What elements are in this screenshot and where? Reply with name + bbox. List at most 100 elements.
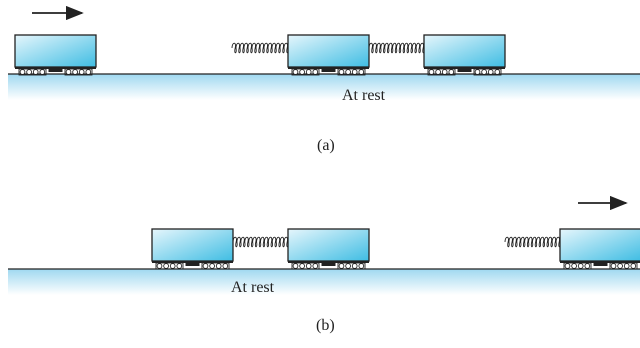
spring-coil: [232, 236, 289, 248]
moving-car-b: [559, 228, 640, 270]
spring-coil: [368, 42, 425, 54]
rest-car-right-a: [423, 34, 506, 76]
wheel: [474, 69, 481, 75]
spring-coil: [231, 42, 289, 54]
wheel: [65, 69, 72, 75]
car-coupler: [593, 263, 608, 266]
wheel-bogie: [337, 68, 366, 76]
car-coupler: [48, 69, 63, 72]
wheel: [448, 69, 455, 75]
wheel: [26, 69, 32, 75]
wheel: [345, 69, 351, 75]
car-chassis: [424, 67, 505, 69]
wheel-bogie: [291, 262, 320, 270]
wheel-bogie: [64, 68, 93, 76]
wheel: [32, 69, 39, 75]
car-chassis: [288, 261, 369, 263]
wheel: [487, 69, 494, 75]
wheel: [209, 263, 215, 269]
wheel: [169, 263, 176, 269]
wheel: [292, 69, 299, 75]
wheel: [435, 69, 441, 75]
wheel: [494, 69, 501, 75]
moving-car-a: [14, 34, 97, 76]
wheel-bogie: [337, 262, 366, 270]
car-body: [287, 228, 370, 262]
caption-a: (a): [317, 137, 335, 154]
wheel: [163, 263, 169, 269]
rest-car-right-b: [287, 228, 370, 270]
ground-a: [8, 74, 640, 100]
wheel: [623, 263, 630, 269]
wheel: [617, 263, 623, 269]
car-chassis: [152, 261, 233, 263]
wheel: [428, 69, 435, 75]
car-body: [287, 34, 370, 68]
wheel-bogie: [155, 262, 184, 270]
car-chassis: [560, 261, 640, 263]
wheel: [176, 263, 183, 269]
car-body: [14, 34, 97, 68]
car-coupler: [457, 69, 472, 72]
wheel: [564, 263, 571, 269]
wheel: [305, 69, 312, 75]
wheel: [345, 263, 351, 269]
wheel: [202, 263, 209, 269]
wheel: [299, 69, 305, 75]
wheel: [312, 69, 319, 75]
wheel: [299, 263, 305, 269]
car-coupler: [185, 263, 200, 266]
wheel: [222, 263, 229, 269]
wheel: [610, 263, 617, 269]
wheel: [156, 263, 163, 269]
wheel-bogie: [609, 262, 638, 270]
wheel: [630, 263, 637, 269]
car-coupler: [321, 69, 336, 72]
wheel-bogie: [201, 262, 230, 270]
wheel-bogie: [427, 68, 456, 76]
car-coupler: [321, 263, 336, 266]
spring-left-a: [231, 42, 289, 54]
car-body: [559, 228, 640, 262]
wheel: [78, 69, 85, 75]
spring-middle-b: [232, 236, 289, 248]
wheel: [19, 69, 26, 75]
rest-car-left-a: [287, 34, 370, 76]
panel-b: At rest (b): [8, 195, 640, 334]
spring-right-b: [504, 236, 561, 248]
wheel-bogie: [563, 262, 592, 270]
ground-b: [8, 269, 640, 295]
wheel: [358, 69, 365, 75]
at-rest-label-a: At rest: [342, 87, 386, 104]
rest-car-left-b: [151, 228, 234, 270]
wheel-bogie: [18, 68, 47, 76]
wheel: [441, 69, 448, 75]
car-chassis: [15, 67, 96, 69]
wheel: [85, 69, 92, 75]
wheel-bogie: [291, 68, 320, 76]
car-body: [423, 34, 506, 68]
wheel: [358, 263, 365, 269]
wheel: [338, 69, 345, 75]
spring-middle-a: [368, 42, 425, 54]
wheel: [292, 263, 299, 269]
wheel: [215, 263, 222, 269]
wheel: [577, 263, 584, 269]
wheel: [571, 263, 577, 269]
wheel: [481, 69, 487, 75]
panel-a: At rest (a): [8, 5, 640, 154]
wheel: [72, 69, 78, 75]
caption-b: (b): [316, 317, 335, 334]
wheel: [312, 263, 319, 269]
car-chassis: [288, 67, 369, 69]
spring-coil: [504, 236, 561, 248]
wheel: [351, 263, 358, 269]
wheel: [305, 263, 312, 269]
car-body: [151, 228, 234, 262]
wheel: [351, 69, 358, 75]
at-rest-label-b: At rest: [231, 279, 275, 296]
wheel-bogie: [473, 68, 502, 76]
wheel: [39, 69, 46, 75]
wheel: [584, 263, 591, 269]
wheel: [338, 263, 345, 269]
